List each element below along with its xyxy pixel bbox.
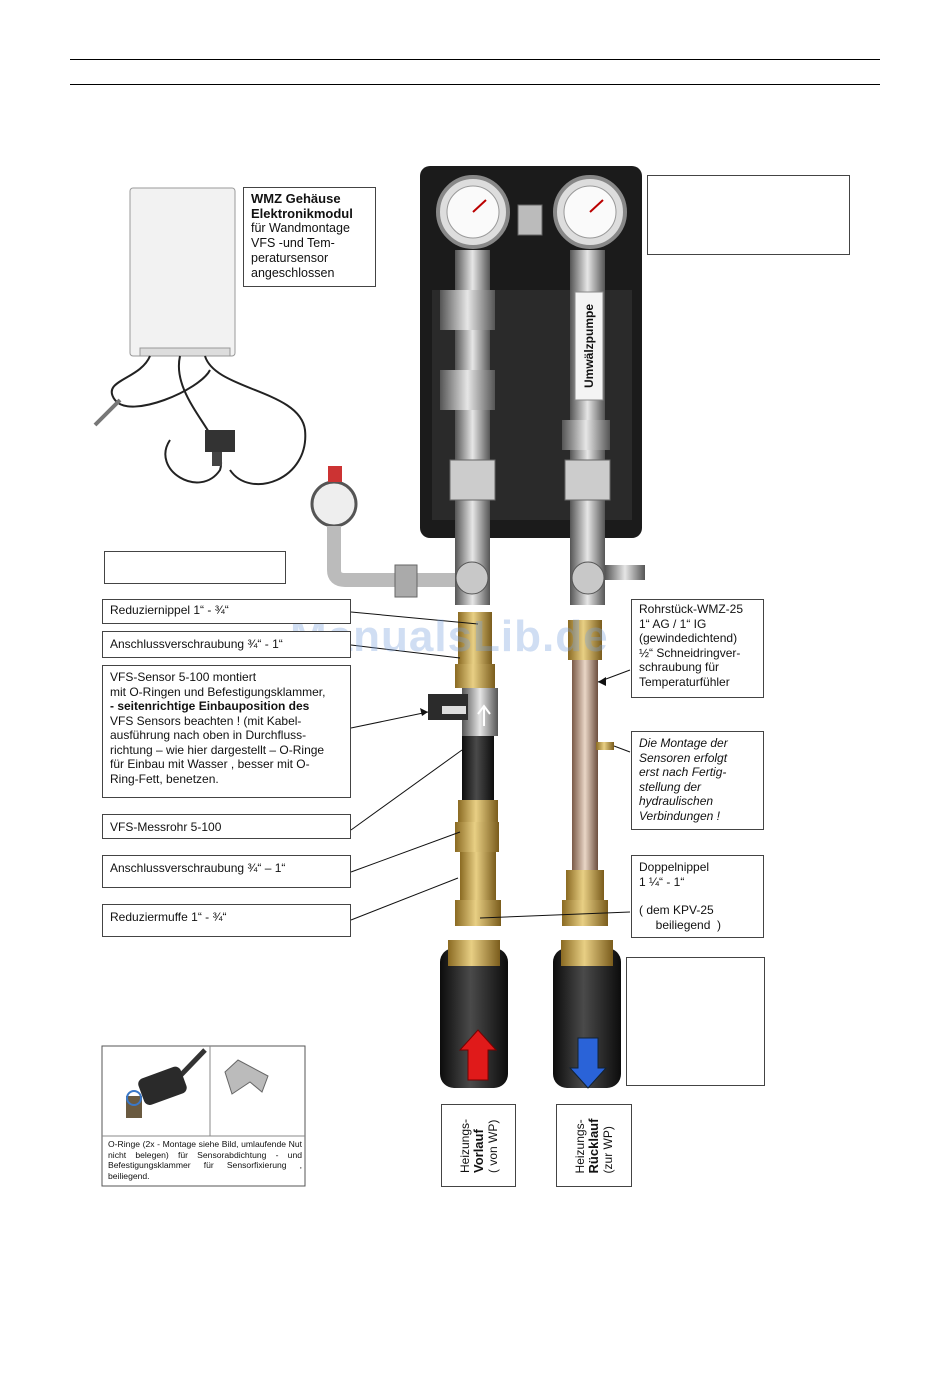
doppel-line4: beiliegend ) [639, 917, 722, 932]
doppel-line1: Doppelnippel [639, 860, 710, 874]
rohr-line4: ½“ Schneidringver- [639, 645, 741, 660]
header-rule-bottom [70, 84, 880, 85]
empty-label-box-top-right [647, 175, 850, 255]
wmz-title-line1: WMZ Gehäuse [251, 191, 341, 206]
label-montage-hinweis: Die Montage der Sensoren erfolgt erst na… [631, 731, 764, 830]
vfs-line4: VFS Sensors beachten ! (mit Kabel- [110, 713, 302, 728]
label-reduziernippel-text: Reduziernippel 1“ - ¾“ [110, 603, 229, 617]
rohr-line5: schraubung für [639, 660, 720, 674]
return-hose [553, 940, 621, 1089]
vfs-line8: Ring-Fett, benetzen. [110, 771, 219, 786]
montage-line1: Die Montage der [639, 736, 728, 750]
wmz-housing-label: WMZ Gehäuse Elektronikmodul für Wandmont… [243, 187, 376, 287]
rohr-line6: Temperaturfühler [639, 674, 730, 689]
label-heizungs-ruecklauf: Heizungs- Rücklauf (zur WP) [556, 1104, 632, 1187]
label-anschlussverschraubung-top-text: Anschlussverschraubung ¾“ - 1“ [110, 637, 283, 651]
label-reduziernippel: Reduziernippel 1“ - ¾“ [102, 599, 351, 624]
rohr-line1: Rohrstück-WMZ-25 [639, 602, 744, 616]
ruecklauf-line1: Heizungs- [573, 1118, 587, 1173]
label-reduziermuffe: Reduziermuffe 1“ - ¾“ [102, 904, 351, 937]
vfs-line1: VFS-Sensor 5-100 montiert [110, 670, 257, 684]
oring-detail-photos [101, 1045, 306, 1187]
vorlauf-line2: Vorlauf [470, 1128, 486, 1173]
oring-caption: O-Ringe (2x - Montage siehe Bild, umlauf… [108, 1139, 302, 1181]
vorlauf-line3: ( von WP) [485, 1119, 500, 1173]
montage-line5: hydraulischen [639, 794, 714, 808]
vorlauf-line1: Heizungs- [457, 1118, 472, 1173]
label-vfs-messrohr-text: VFS-Messrohr 5-100 [110, 820, 222, 834]
montage-line3: erst nach Fertig- [639, 765, 727, 779]
vfs-line5: ausführung nach oben in Durchfluss- [110, 728, 307, 742]
label-vfs-messrohr: VFS-Messrohr 5-100 [102, 814, 351, 839]
label-anschlussverschraubung-bottom-text: Anschlussverschraubung ¾“ – 1“ [110, 861, 286, 875]
left-fitting-column [428, 612, 501, 926]
wmz-text-line6: angeschlossen [251, 266, 335, 280]
right-fitting-column [562, 620, 614, 926]
supply-hose [440, 940, 508, 1088]
montage-line6: Verbindungen ! [639, 808, 720, 823]
empty-label-box-bottom-right [626, 957, 765, 1086]
label-doppelnippel: Doppelnippel 1 ¼“ - 1“ ( dem KPV-25 beil… [631, 855, 764, 938]
empty-label-box-left [104, 551, 286, 584]
wmz-text-line3: für Wandmontage [251, 221, 350, 235]
label-rohrstueck: Rohrstück-WMZ-25 1“ AG / 1“ IG (gewinded… [631, 599, 764, 698]
vfs-line7: für Einbau mit Wasser , besser mit O- [110, 757, 310, 771]
vfs-line2: mit O-Ringen und Befestigungsklammer, [110, 684, 326, 699]
pump-label-text: Umwälzpumpe [582, 303, 596, 389]
ruecklauf-line2: Rücklauf [586, 1118, 601, 1173]
label-anschlussverschraubung-bottom: Anschlussverschraubung ¾“ – 1“ [102, 855, 351, 888]
montage-line2: Sensoren erfolgt [639, 750, 728, 765]
pump-station-photo [310, 166, 645, 605]
header-rule-top [70, 59, 880, 60]
ruecklauf-line3: (zur WP) [601, 1125, 615, 1173]
doppel-line2: 1 ¼“ - 1“ [639, 874, 685, 889]
wmz-text-line5: peratursensor [251, 251, 329, 265]
label-anschlussverschraubung-top: Anschlussverschraubung ¾“ - 1“ [102, 631, 351, 658]
label-vfs-sensor: VFS-Sensor 5-100 montiert mit O-Ringen u… [102, 665, 351, 798]
wmz-title-line2: Elektronikmodul [251, 206, 353, 221]
wmz-text-line4: VFS -und Tem- [251, 236, 335, 250]
vfs-line3: - seitenrichtige Einbauposition des [110, 699, 310, 713]
rohr-line3: (gewindedichtend) [639, 631, 738, 645]
leader-lines [350, 611, 631, 921]
wmz-housing-photo [93, 187, 307, 486]
rohr-line2: 1“ AG / 1“ IG [639, 616, 707, 631]
pump-label: Umwälzpumpe [577, 294, 601, 398]
label-heizungs-vorlauf: Heizungs- Vorlauf ( von WP) [441, 1104, 516, 1187]
montage-line4: stellung der [639, 779, 702, 794]
doppel-line3: ( dem KPV-25 [639, 903, 714, 917]
vfs-line6: richtung – wie hier dargestellt – O-Ring… [110, 742, 325, 757]
label-reduziermuffe-text: Reduziermuffe 1“ - ¾“ [110, 910, 227, 924]
